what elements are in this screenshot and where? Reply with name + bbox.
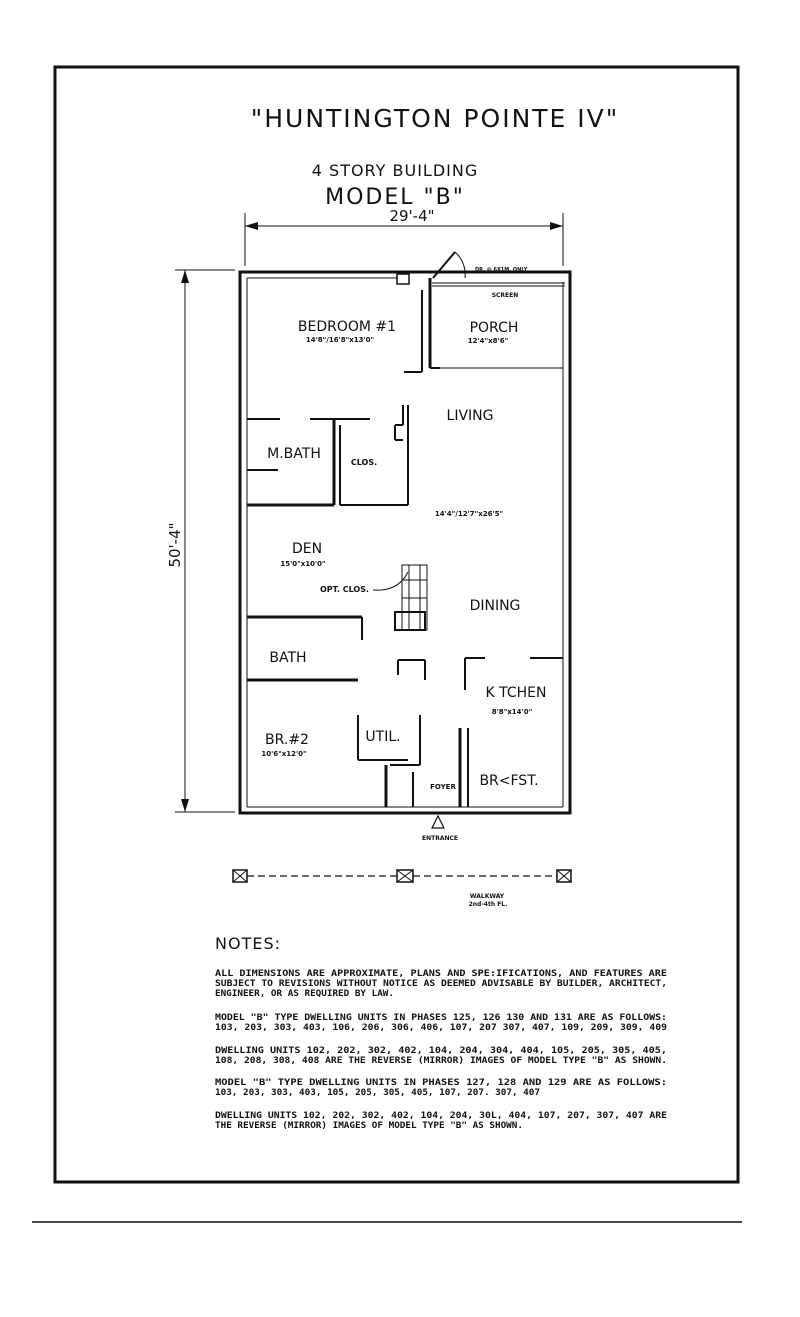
note-line: DWELLING UNITS 102, 202, 302, 402, 104, …	[215, 1046, 667, 1056]
porch-screen-label: SCREEN	[492, 292, 519, 299]
room-bath: BATH	[269, 650, 306, 666]
note-line: 103, 203, 303, 403, 106, 206, 306, 406, …	[215, 1023, 667, 1033]
porch-door-note: DR. @ 6X1M. ONLY	[475, 267, 528, 273]
room-util: UTIL.	[365, 729, 400, 745]
room-br2: BR.#2	[265, 732, 309, 748]
column-marker-icon	[232, 869, 248, 883]
room-dining: DINING	[470, 598, 521, 614]
walkway-label: WALKWAY	[470, 893, 505, 900]
note-line: MODEL "B" TYPE DWELLING UNITS IN PHASES …	[215, 1078, 667, 1088]
note-line: SUBJECT TO REVISIONS WITHOUT NOTICE AS D…	[215, 979, 667, 989]
exterior-walls	[238, 270, 572, 815]
room-brkfst: BR<FST.	[479, 773, 538, 789]
room-br2-size: 10'6"x12'0"	[261, 750, 306, 758]
room-foyer: FOYER	[430, 783, 456, 791]
room-den: DEN	[292, 541, 322, 557]
room-kitchen-size: 8'8"x14'0"	[492, 708, 532, 716]
entrance-label: ENTRANCE	[422, 835, 458, 842]
walkway-floors-label: 2nd-4th FL.	[469, 901, 508, 908]
column-marker-icon	[396, 869, 414, 883]
plan-title: "HUNTINGTON POINTE IV"	[251, 104, 620, 133]
note-line: 108, 208, 308, 408 ARE THE REVERSE (MIRR…	[215, 1056, 667, 1066]
plan-subtitle: 4 STORY BUILDING	[312, 161, 478, 180]
width-dimension: 29'-4"	[244, 207, 564, 266]
room-bedroom1-size: 14'8"/16'8"x13'0"	[306, 336, 374, 344]
notes-heading: NOTES:	[215, 934, 281, 953]
room-porch: PORCH	[470, 320, 519, 336]
depth-dimension: 50'-4"	[166, 269, 235, 813]
note-line: 103, 203, 303, 403, 105, 205, 305, 405, …	[215, 1088, 540, 1098]
walkway: WALKWAY 2nd-4th FL.	[232, 869, 572, 908]
note-line: ALL DIMENSIONS ARE APPROXIMATE, PLANS AN…	[215, 969, 667, 979]
note-line: MODEL "B" TYPE DWELLING UNITS IN PHASES …	[215, 1013, 667, 1023]
room-opt-clos: OPT. CLOS.	[320, 585, 369, 594]
room-clos: CLOS.	[351, 458, 377, 467]
width-dimension-label: 29'-4"	[389, 207, 434, 225]
depth-dimension-label: 50'-4"	[166, 522, 184, 567]
opt-clos-leader: OPT. CLOS.	[320, 571, 409, 594]
porch-door: DR. @ 6X1M. ONLY	[432, 251, 528, 279]
entrance-triangle-icon	[431, 814, 445, 829]
note-line: ENGINEER, OR AS REQUIRED BY LAW.	[215, 989, 394, 999]
model-label: MODEL "B"	[325, 185, 465, 210]
entrance-marker: ENTRANCE	[422, 814, 458, 842]
sheet-border	[53, 65, 740, 1184]
room-living: LIVING	[447, 408, 494, 424]
note-line: DWELLING UNITS 102, 202, 302, 402, 104, …	[215, 1111, 667, 1121]
room-den-size: 15'0"x10'0"	[280, 560, 325, 568]
room-bedroom1: BEDROOM #1	[298, 319, 396, 335]
interior-walls	[247, 278, 563, 807]
room-kitchen: K TCHEN	[486, 685, 547, 701]
room-mbath: M.BATH	[267, 446, 321, 462]
column-marker-icon	[556, 869, 572, 883]
notes-list: ALL DIMENSIONS ARE APPROXIMATE, PLANS AN…	[215, 969, 667, 1131]
note-line: THE REVERSE (MIRROR) IMAGES OF MODEL TYP…	[215, 1121, 523, 1131]
room-living-size: 14'4"/12'7"x26'5"	[435, 510, 503, 518]
room-porch-size: 12'4"x8'6"	[468, 337, 508, 345]
